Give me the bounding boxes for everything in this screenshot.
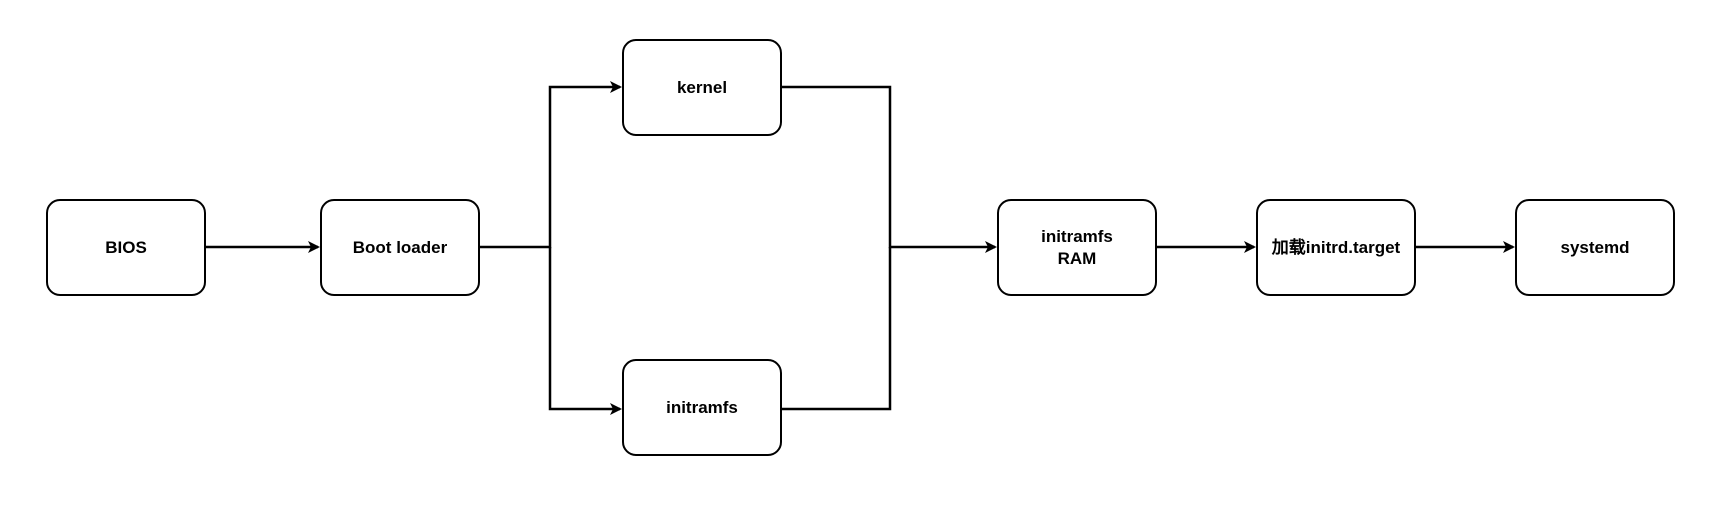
- node-initramfs: initramfs: [622, 359, 782, 456]
- node-bios: BIOS: [46, 199, 206, 296]
- edge-bootloader-to-initramfs: [548, 247, 622, 415]
- node-label-systemd: systemd: [1560, 237, 1630, 257]
- node-kernel: kernel: [622, 39, 782, 136]
- edge-kernel-to-initramfs-ram: [782, 85, 997, 253]
- node-label-boot-loader: Boot loader: [352, 237, 448, 257]
- node-label-kernel: kernel: [676, 77, 728, 97]
- node-initrd-target: 加载initrd.target: [1256, 199, 1416, 296]
- node-label-initrd-target: 加载initrd.target: [1271, 237, 1401, 257]
- node-label-initramfs: initramfs: [666, 397, 738, 417]
- node-initramfs-ram: initramfs RAM: [997, 199, 1157, 296]
- edge-initramfs-to-initramfs-ram: [782, 247, 892, 411]
- node-systemd: systemd: [1515, 199, 1675, 296]
- node-label-initramfs-ram: initramfs RAM: [1041, 226, 1113, 268]
- node-label-bios: BIOS: [105, 237, 147, 257]
- node-boot-loader: Boot loader: [320, 199, 480, 296]
- edge-bootloader-to-kernel: [480, 81, 622, 249]
